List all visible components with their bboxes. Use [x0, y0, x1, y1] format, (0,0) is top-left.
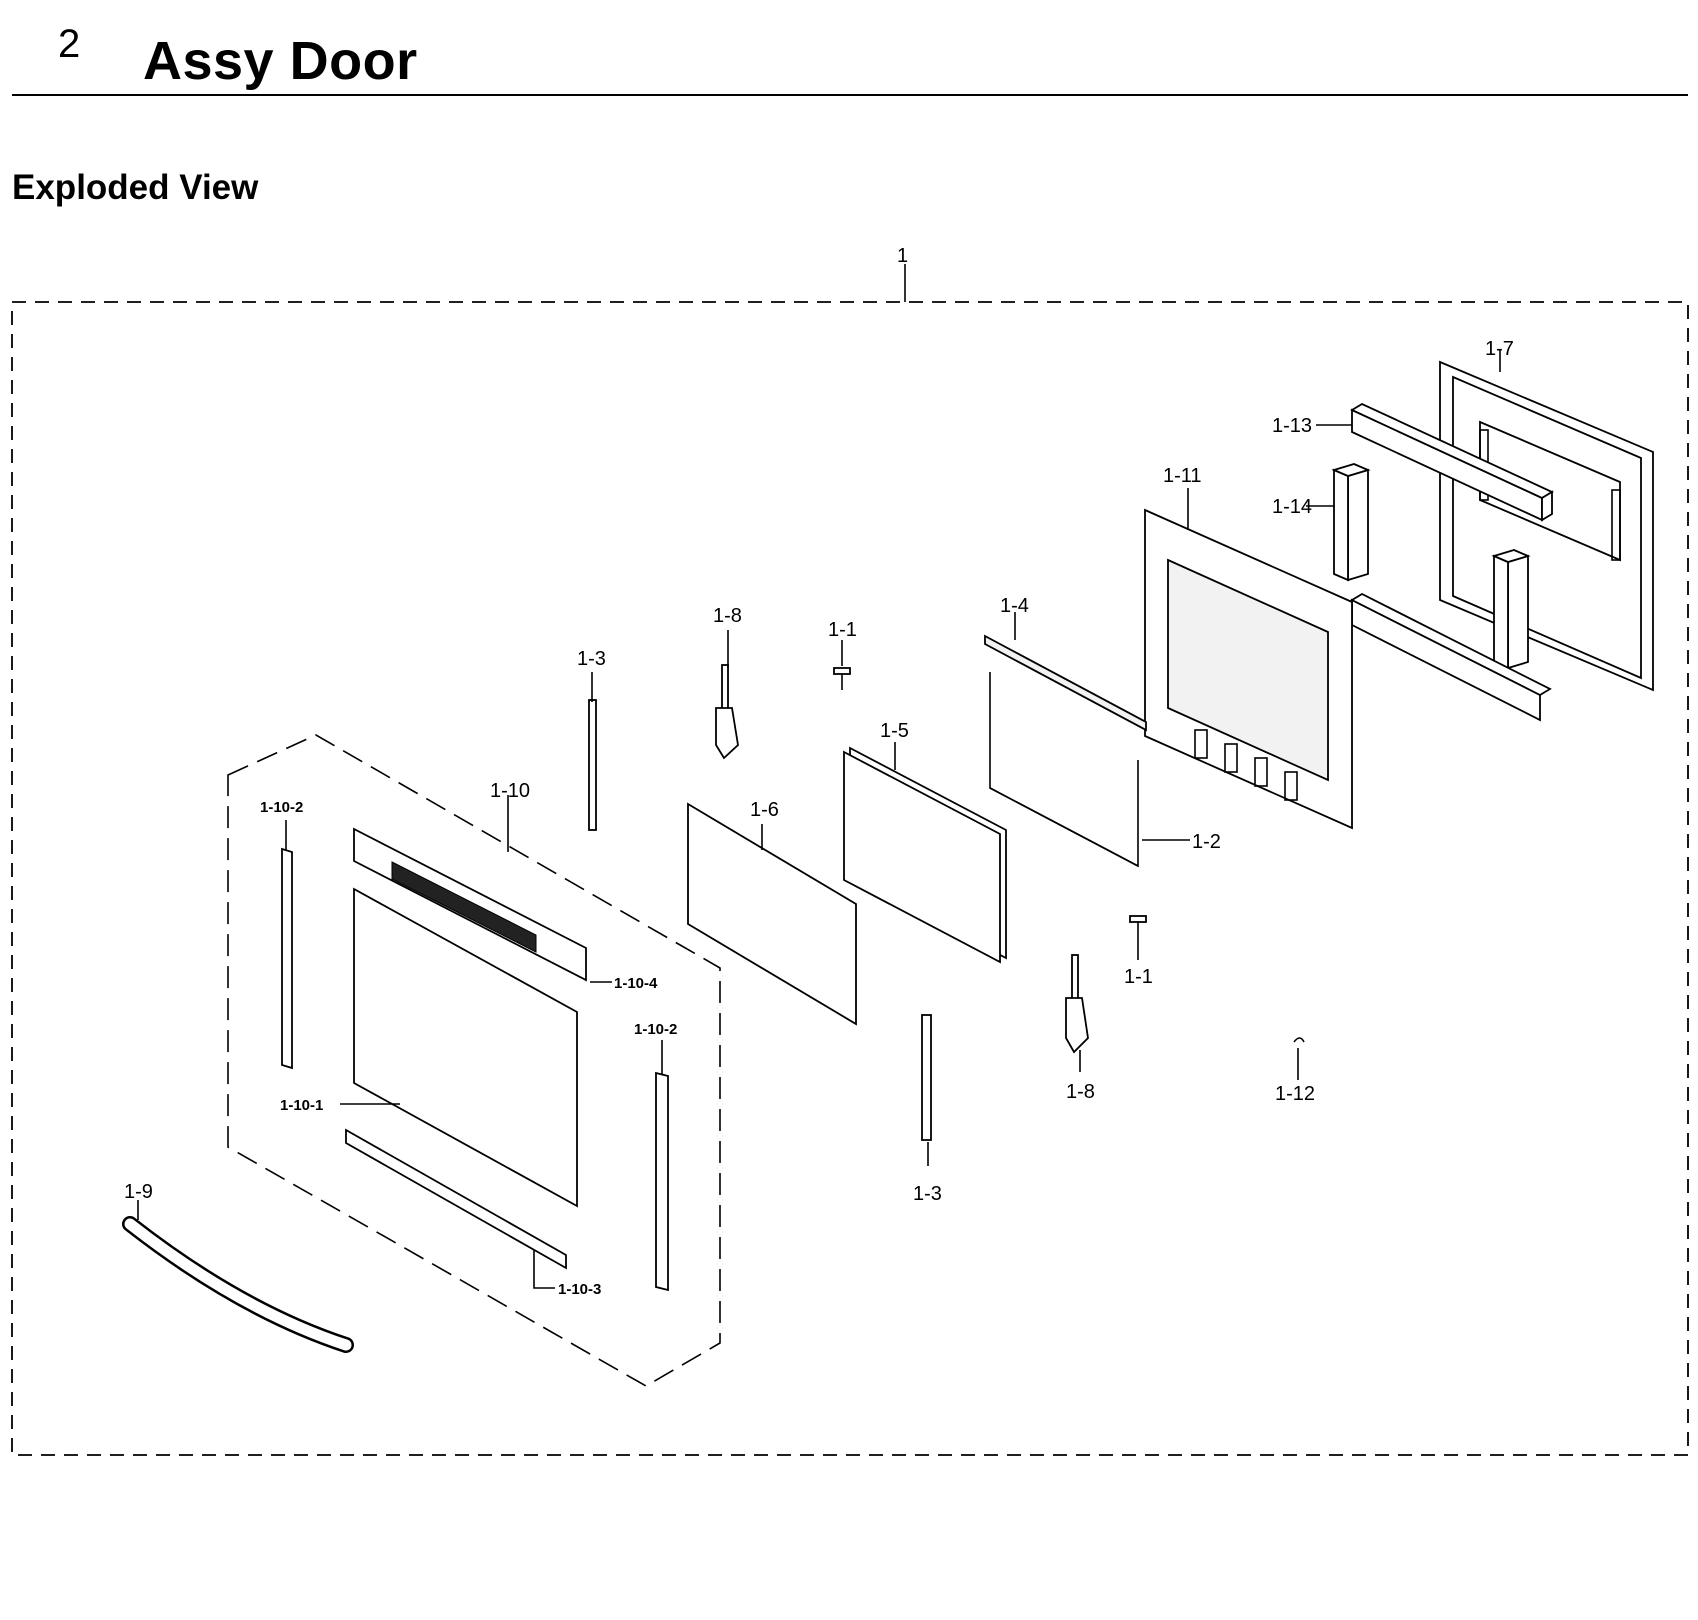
part-1-8-hinge-bottom: [1065, 954, 1089, 1054]
label-1-3-bottom: 1-3: [913, 1183, 942, 1205]
part-1-10-2-side-trim-right: [655, 1071, 669, 1292]
label-1-1-top: 1-1: [828, 619, 857, 641]
part-1-5-glass: [843, 746, 1007, 964]
view-title: Exploded View: [12, 168, 259, 207]
label-1-3-top: 1-3: [577, 648, 606, 670]
leader-1-10-3: [533, 1250, 555, 1289]
part-1-11-inner-panel: [1144, 508, 1353, 830]
assembly-frame: [11, 301, 1689, 1456]
part-1-12-clip: [1293, 1037, 1305, 1043]
part-1-14-insulation-side: [1331, 463, 1531, 670]
part-1-13-insulation-top: [1350, 402, 1554, 522]
label-1-8-top: 1-8: [713, 605, 742, 627]
sub-assembly-1-10-outline: [227, 734, 721, 1387]
label-1-10-2-right: 1-10-2: [634, 1021, 677, 1038]
part-1-9-handle: [122, 1216, 354, 1353]
label-1-13: 1-13: [1272, 415, 1312, 437]
part-1-4-top-channel: [984, 634, 1147, 732]
part-1-7-outer-frame: [1439, 360, 1654, 692]
section-title: Assy Door: [143, 31, 418, 91]
label-1-6: 1-6: [750, 799, 779, 821]
label-1-10-4: 1-10-4: [614, 975, 658, 992]
part-1-10-4-top-trim: [353, 827, 587, 982]
label-1-10: 1-10: [490, 780, 530, 802]
section-number: 2: [58, 22, 81, 66]
part-1-2-glass-frame: [989, 672, 1139, 868]
part-1-3-bracket-bottom: [921, 1014, 932, 1141]
part-1-10-1-front-glass: [353, 887, 578, 1208]
label-1-7: 1-7: [1485, 338, 1514, 360]
part-1-8-hinge-top: [715, 664, 739, 760]
label-1-14: 1-14: [1272, 496, 1312, 518]
label-1-10-1: 1-10-1: [280, 1097, 323, 1114]
label-1-8-bottom: 1-8: [1066, 1081, 1095, 1103]
label-1-2: 1-2: [1192, 831, 1221, 853]
label-1-11: 1-11: [1163, 465, 1202, 487]
title-underline: [12, 94, 1688, 96]
part-1-10-3-bottom-trim: [345, 1128, 567, 1270]
part-1-3-bracket-top: [588, 699, 597, 831]
part-1-10-2-side-trim-left: [281, 847, 293, 1070]
part-1-1-screw-bottom: [1129, 915, 1147, 936]
label-1-1-bottom: 1-1: [1124, 966, 1153, 988]
label-1-5: 1-5: [880, 720, 909, 742]
part-1-1-screw-top: [833, 667, 851, 690]
label-1-10-2-left: 1-10-2: [260, 799, 303, 816]
label-1-12: 1-12: [1275, 1083, 1315, 1105]
label-1-10-3: 1-10-3: [558, 1281, 601, 1298]
label-1-4: 1-4: [1000, 595, 1029, 617]
label-1-9: 1-9: [124, 1181, 153, 1203]
label-1: 1: [897, 245, 908, 267]
part-1-6-glass: [687, 802, 857, 1026]
